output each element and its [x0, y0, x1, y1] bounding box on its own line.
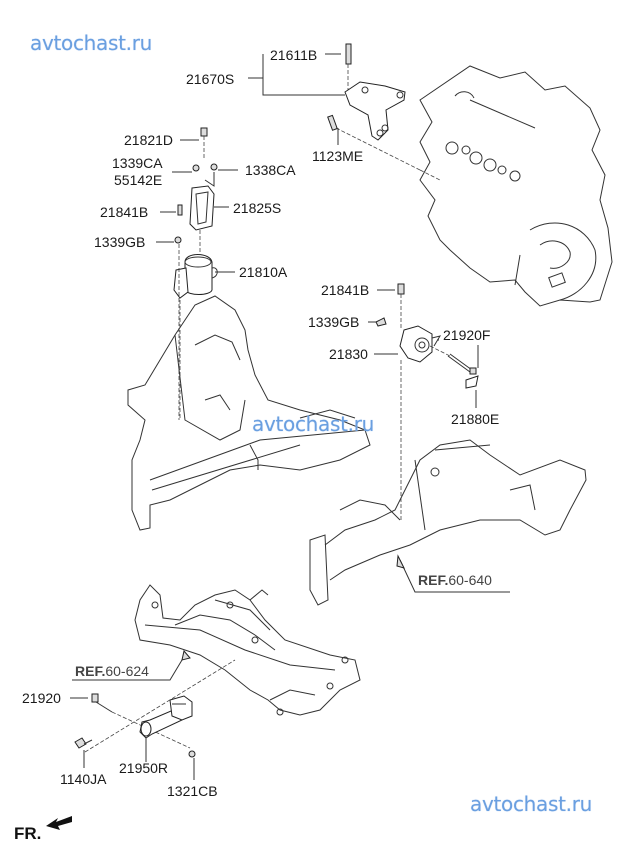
part-label-21880e[interactable]: 21880E — [451, 411, 500, 427]
watermark-top-left: avtochast.ru — [30, 31, 153, 55]
reference-60-624[interactable]: REF.60-624 — [75, 663, 149, 679]
left-side-member — [127, 295, 371, 531]
part-label-21830[interactable]: 21830 — [329, 346, 368, 362]
part-label-21810a[interactable]: 21810A — [239, 264, 288, 280]
part-label-21950r[interactable]: 21950R — [119, 760, 169, 776]
part-label-1339ca[interactable]: 1339CA — [112, 155, 163, 171]
part-label-1339gb-left[interactable]: 1339GB — [94, 234, 146, 250]
part-label-21841b-right[interactable]: 21841B — [321, 282, 370, 298]
part-label-21821d[interactable]: 21821D — [124, 132, 174, 148]
engine-block — [419, 65, 613, 307]
part-label-1338ca[interactable]: 1338CA — [245, 162, 296, 178]
front-subframe — [134, 584, 361, 716]
part-label-21611b[interactable]: 21611B — [270, 47, 318, 63]
right-mount-assembly — [375, 283, 479, 520]
reference-code: 60-640 — [448, 572, 492, 588]
part-label-1140ja[interactable]: 1140JA — [60, 771, 107, 787]
watermark-middle: avtochast.ru — [252, 412, 375, 436]
left-mount-assembly — [173, 127, 218, 420]
part-label-1339gb-right[interactable]: 1339GB — [308, 314, 360, 330]
front-direction-label: FR. — [14, 824, 42, 843]
part-label-1123me[interactable]: 1123ME — [312, 148, 364, 164]
reference-prefix: REF. — [75, 663, 106, 679]
watermark-bottom-right: avtochast.ru — [470, 792, 593, 816]
front-direction-arrow — [46, 816, 72, 830]
reference-prefix: REF. — [418, 572, 449, 588]
part-label-21841b-left[interactable]: 21841B — [100, 204, 149, 220]
reference-60-640[interactable]: REF.60-640 — [418, 572, 492, 588]
roll-rod-mount — [74, 659, 236, 758]
part-label-1321cb[interactable]: 1321CB — [167, 783, 218, 799]
engine-mount-bracket — [327, 43, 441, 181]
part-label-55142e[interactable]: 55142E — [114, 172, 163, 188]
part-label-21825s[interactable]: 21825S — [233, 200, 282, 216]
part-label-21920f[interactable]: 21920F — [443, 327, 491, 343]
right-side-member — [309, 439, 587, 606]
part-label-21920[interactable]: 21920 — [22, 690, 61, 706]
reference-code: 60-624 — [105, 663, 149, 679]
part-label-21670s[interactable]: 21670S — [186, 71, 235, 87]
